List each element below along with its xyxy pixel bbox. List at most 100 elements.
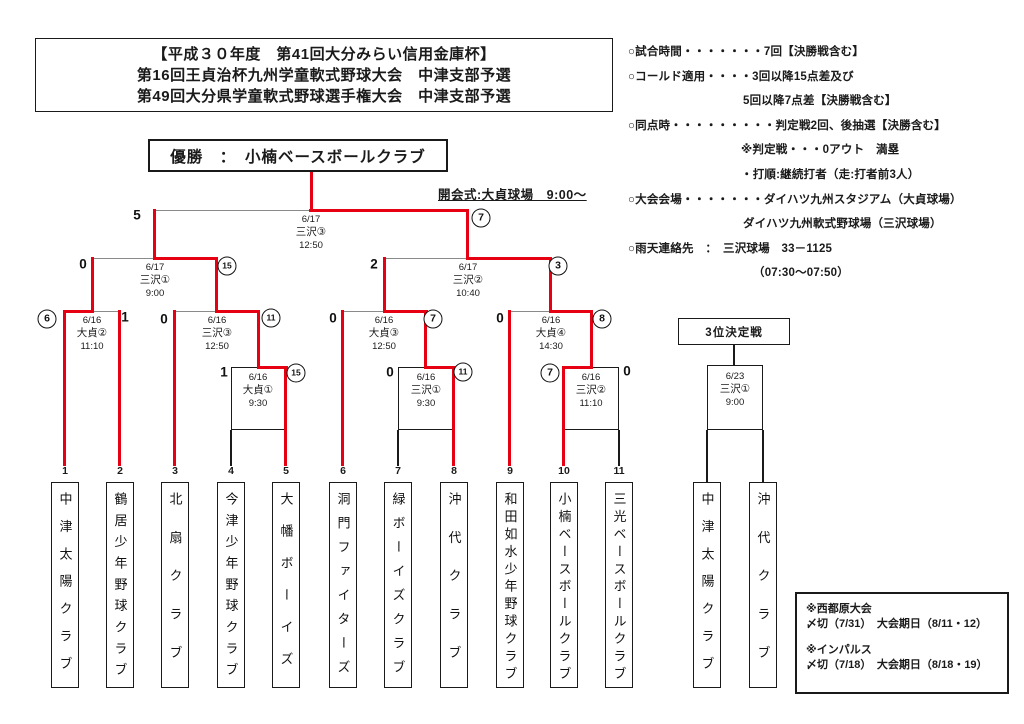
third-place-title: 3位決定戦 xyxy=(705,326,763,339)
bracket-line xyxy=(92,310,121,313)
score: 6 xyxy=(37,309,57,329)
title-box: 【平成３０年度 第41回大分みらい信用金庫杯】 第16回王貞治杯九州学童軟式野球… xyxy=(35,38,613,112)
title-line-2: 第16回王貞治杯九州学童軟式野球大会 中津支部予選 xyxy=(136,66,512,84)
winner-path-line xyxy=(562,366,565,466)
team-name-box: 鶴居少年野球クラブ xyxy=(106,482,134,688)
champion-text: 優勝 ： 小楠ベースボールクラブ xyxy=(170,148,426,166)
rule-line: ○同点時・・・・・・・・・判定戦2回、後抽選【決勝含む】 xyxy=(628,119,946,132)
rule-line: ※判定戦・・・0アウト 満塁 xyxy=(741,144,900,157)
team-seed-number: 6 xyxy=(340,465,346,477)
team-column-9: 9 和田如水少年野球クラブ xyxy=(496,464,524,688)
rules-list: ○試合時間・・・・・・・7回【決勝戦含む】 ○コールド適用・・・・3回以降15点… xyxy=(628,40,1018,286)
bracket-line xyxy=(706,430,708,482)
team-seed-number: 2 xyxy=(117,465,123,477)
rule-line: ○雨天連絡先 ： 三沢球場 33－1125 xyxy=(628,242,833,255)
winner-path-line xyxy=(215,310,260,313)
bracket-line xyxy=(343,310,386,313)
team-column-11: 11 三光ベースボールクラブ xyxy=(605,464,633,688)
winner-path-line xyxy=(383,310,428,313)
winner-path-line xyxy=(309,209,469,212)
score: 0 xyxy=(386,364,394,380)
match-label-sf2: 6/17 三沢② 10:40 xyxy=(452,262,484,299)
third-place-team-a-column: 中津太陽クラブ xyxy=(693,482,721,688)
note-title: ※インパルス xyxy=(806,644,872,656)
match-label-r1a: 6/16 大貞① 9:30 xyxy=(242,372,274,409)
note-detail: 〆切（7/31） 大会期日（8/11・12） xyxy=(806,617,987,630)
score: 8 xyxy=(592,309,612,329)
rule-line: ダイハツ九州軟式野球場（三沢球場） xyxy=(743,218,942,231)
winner-path-line xyxy=(310,172,313,210)
score: 7 xyxy=(540,363,560,383)
team-name-box: 三光ベースボールクラブ xyxy=(605,482,633,688)
winner-path-line xyxy=(549,310,593,313)
score: 0 xyxy=(329,310,337,326)
title-line-1: 【平成３０年度 第41回大分みらい信用金庫杯】 xyxy=(152,45,496,63)
score: 11 xyxy=(453,362,473,382)
winner-path-line xyxy=(424,310,427,367)
team-name-box: 和田如水少年野球クラブ xyxy=(496,482,524,688)
match-box-r1b xyxy=(398,367,454,430)
winner-path-line xyxy=(508,310,511,466)
match-label-qf2: 6/16 三沢③ 12:50 xyxy=(201,315,233,352)
winner-path-line xyxy=(153,209,156,258)
note-detail: 〆切（7/18） 大会期日（8/18・19） xyxy=(806,658,988,671)
team-name-box: 沖代クラブ xyxy=(440,482,468,688)
match-label-qf3: 6/16 大貞③ 12:50 xyxy=(368,315,400,352)
score: 1 xyxy=(121,309,129,325)
note-spacer xyxy=(806,631,1007,643)
rule-line: （07:30～07:50） xyxy=(753,267,849,280)
score: 1 xyxy=(220,364,228,380)
score: 0 xyxy=(623,363,631,379)
team-column-7: 7 緑ボーイズクラブ xyxy=(384,464,412,688)
match-label-qf1: 6/16 大貞② 11:10 xyxy=(76,315,108,352)
team-name-box: 緑ボーイズクラブ xyxy=(384,482,412,688)
third-place-match-box xyxy=(707,365,763,430)
score: 15 xyxy=(217,256,237,276)
team-column-6: 6 洞門ファイターズ xyxy=(329,464,357,688)
score: 7 xyxy=(471,208,491,228)
score: 0 xyxy=(496,310,504,326)
match-label-r1c: 6/16 三沢② 11:10 xyxy=(575,372,607,409)
team-seed-number: 7 xyxy=(395,465,401,477)
bracket-line xyxy=(397,430,399,466)
team-seed-number: 11 xyxy=(613,465,625,477)
team-seed-number: 1 xyxy=(62,465,68,477)
bracket-line xyxy=(618,430,620,466)
rule-line: ○コールド適用・・・・3回以降15点差及び xyxy=(628,70,854,83)
score: 15 xyxy=(286,363,306,383)
score: 11 xyxy=(261,308,281,328)
winner-path-line xyxy=(63,310,94,313)
match-label-final: 6/17 三沢③ 12:50 xyxy=(295,214,327,251)
team-column-10: 10 小楠ベースボールクラブ xyxy=(550,464,578,688)
winner-path-line xyxy=(257,310,260,367)
team-column-8: 8 沖代クラブ xyxy=(440,464,468,688)
champion-box: 優勝 ： 小楠ベースボールクラブ xyxy=(148,139,448,172)
bracket-line xyxy=(230,430,232,466)
team-name-box: 中津太陽クラブ xyxy=(51,482,79,688)
score: 7 xyxy=(423,309,443,329)
match-label-r1b: 6/16 三沢① 9:30 xyxy=(410,372,442,409)
score: 0 xyxy=(160,311,168,327)
team-column-4: 4 今津少年野球クラブ xyxy=(217,464,245,688)
winner-path-line xyxy=(562,366,593,369)
winner-path-line xyxy=(466,257,552,260)
winner-path-line xyxy=(383,257,386,311)
winner-path-line xyxy=(257,366,288,369)
match-label-third-place: 6/23 三沢① 9:00 xyxy=(719,371,751,408)
team-seed-number: 9 xyxy=(507,465,513,477)
team-name-box: 沖代クラブ xyxy=(749,482,777,688)
team-name-box: 大幡ボーイズ xyxy=(272,482,300,688)
team-seed-number: 8 xyxy=(451,465,457,477)
winner-path-line xyxy=(153,257,218,260)
winner-path-line xyxy=(341,310,344,466)
winner-path-line xyxy=(215,257,218,311)
winner-path-line xyxy=(173,310,176,466)
winner-path-line xyxy=(63,310,66,466)
winner-path-line xyxy=(466,209,469,258)
other-tournaments-note-box: ※西都原大会 〆切（7/31） 大会期日（8/11・12） ※インパルス 〆切（… xyxy=(795,592,1009,694)
match-label-qf4: 6/16 大貞④ 14:30 xyxy=(535,315,567,352)
match-label-sf1: 6/17 三沢① 9:00 xyxy=(139,262,171,299)
score: 3 xyxy=(548,256,568,276)
score: 0 xyxy=(79,256,87,272)
third-place-title-box: 3位決定戦 xyxy=(678,318,790,345)
